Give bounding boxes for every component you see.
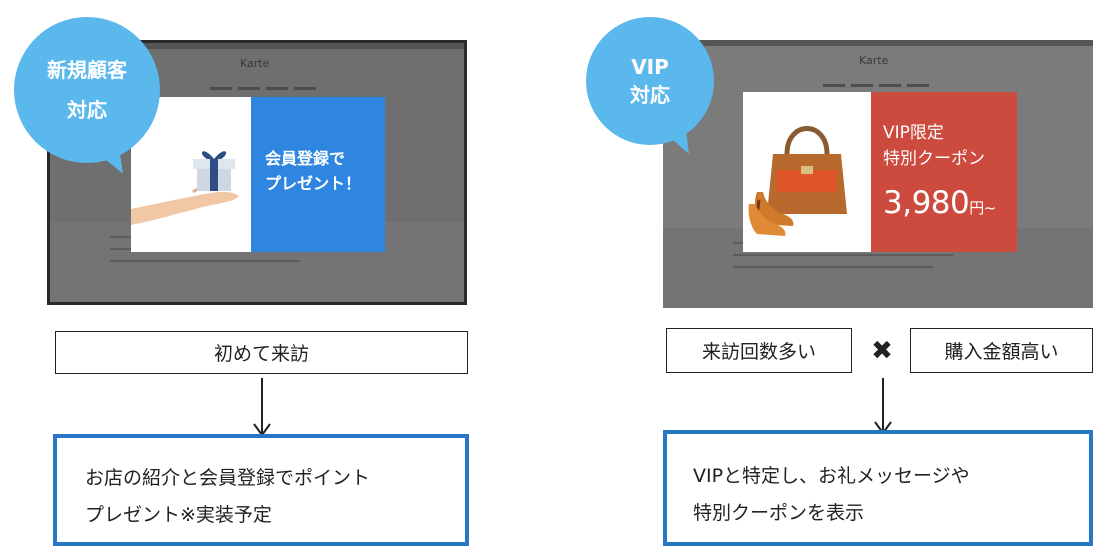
visit-count-condition: 来訪回数多い [666,328,852,373]
popup-message: VIP限定 特別クーポン 3,980円~ [871,92,1017,252]
result-line-2: プレゼント※実装予定 [85,504,272,527]
screenshot-brand: Karte [859,54,889,67]
handbag-heels-image [743,92,871,252]
result-line-2: 特別クーポンを表示 [693,502,865,525]
new-customer-popup-banner: 会員登録で プレゼント！ [131,97,385,252]
popup-price: 3,980円~ [883,179,1017,227]
screenshot-top-bar [50,43,464,49]
new-customer-bubble: 新規顧客 対応 [14,17,160,163]
popup-line-1: VIP限定 [883,123,944,143]
new-customer-result: お店の紹介と会員登録でポイント プレゼント※実装予定 [53,434,469,546]
popup-line-2: プレゼント！ [265,173,362,193]
bubble-line-2: 対応 [67,98,107,122]
down-arrow-icon [874,378,892,435]
screenshot-top-bar [663,40,1093,46]
screenshot-nav [823,72,935,87]
down-arrow-icon [253,378,271,437]
popup-message: 会員登録で プレゼント！ [251,97,385,252]
first-visit-condition: 初めて来訪 [55,331,468,374]
bubble-line-1: 新規顧客 [47,58,127,82]
result-line-1: お店の紹介と会員登録でポイント [85,467,371,489]
price-value: 3,980 [883,184,970,221]
result-line-1: VIPと特定し、お礼メッセージや [693,465,970,487]
vip-result: VIPと特定し、お礼メッセージや 特別クーポンを表示 [663,430,1093,546]
screenshot-nav [210,75,322,90]
times-operator-icon: ✖ [871,335,893,366]
bubble-line-2: 対応 [630,83,670,107]
vip-popup-banner: VIP限定 特別クーポン 3,980円~ [743,92,1017,252]
purchase-amount-condition: 購入金額高い [910,328,1093,373]
popup-line-1: 会員登録で [265,149,346,168]
popup-line-2: 特別クーポン [883,149,985,170]
screenshot-brand: Karte [240,57,270,70]
vip-bubble: VIP 対応 [586,17,714,145]
bubble-line-1: VIP [631,55,669,79]
price-unit: 円~ [969,198,996,217]
